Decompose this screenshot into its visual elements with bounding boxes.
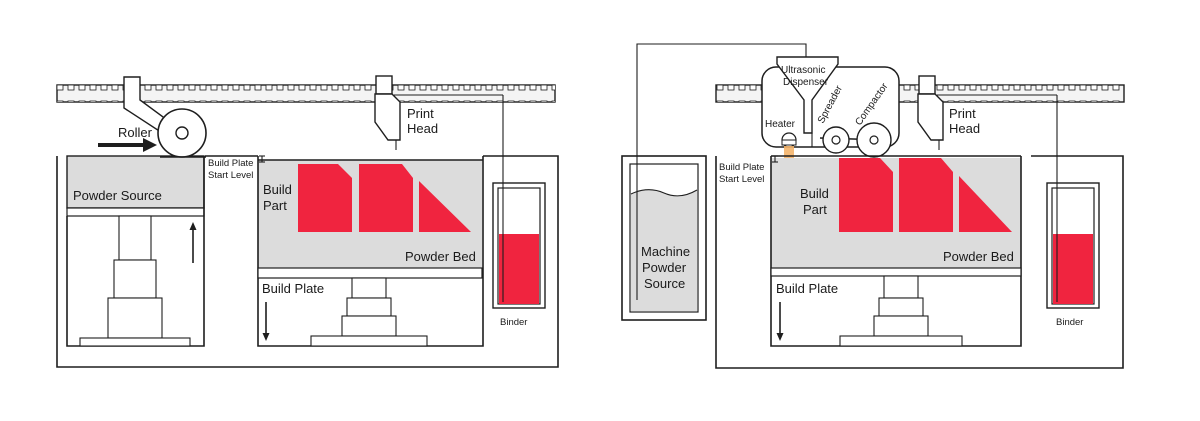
heater-label: Heater [765, 119, 796, 130]
build-plate-piston-right [839, 275, 963, 347]
start-level-right-label-2: Start Level [719, 174, 764, 185]
print-head-right-label-1: Print [949, 106, 976, 121]
binder-right-label: Binder [1056, 317, 1083, 328]
machine-powder-label-3: Source [644, 276, 685, 291]
spreader-compactor [819, 122, 892, 158]
build-plate-right-label: Build Plate [776, 281, 838, 296]
ultrasonic-label-2: Dispenser [783, 77, 829, 88]
start-level-right-label-1: Build Plate [719, 162, 764, 173]
build-part-r1 [839, 158, 893, 232]
build-part-r2 [899, 158, 953, 232]
machine-powder-label-2: Powder [642, 260, 687, 275]
roller-label: Roller [118, 125, 153, 140]
start-level-marker-right [772, 155, 778, 163]
ultrasonic-label-1: Ultrasonic [781, 65, 825, 76]
build-part-label-2: Part [263, 198, 287, 213]
build-part-r3 [959, 176, 1012, 232]
machine-powder-source [621, 43, 807, 321]
print-head [374, 75, 503, 150]
build-chamber [257, 155, 484, 347]
roller-assembly [123, 76, 207, 158]
build-part-2 [359, 164, 413, 232]
build-parts-right [839, 158, 1012, 232]
build-part-right-label-2: Part [803, 202, 827, 217]
binder-label: Binder [500, 317, 527, 328]
print-head-right [917, 75, 1057, 150]
machine-powder-label-1: Machine [641, 244, 690, 259]
heater [781, 132, 797, 158]
machine-frame [56, 155, 559, 368]
down-arrow [262, 302, 270, 341]
build-parts [298, 164, 471, 232]
start-level-label-1: Build Plate [208, 158, 253, 169]
build-plate-piston [310, 277, 428, 347]
start-level-marker [259, 155, 265, 163]
start-level-label-2: Start Level [208, 170, 253, 181]
build-part-3 [419, 181, 471, 232]
print-head-label-2: Head [407, 121, 438, 136]
binder-reservoir [492, 95, 546, 309]
build-chamber-right [770, 155, 1022, 347]
up-arrow [189, 222, 197, 263]
gantry-rail [56, 84, 556, 103]
build-part-label-1: Build [263, 182, 292, 197]
print-head-label-1: Print [407, 106, 434, 121]
powder-source-chamber [66, 155, 205, 347]
binder-reservoir-right [1046, 95, 1100, 309]
powder-source-label: Powder Source [73, 188, 162, 203]
powder-bed-right-label: Powder Bed [943, 249, 1014, 264]
down-arrow-right [776, 302, 784, 341]
build-part-right-label-1: Build [800, 186, 829, 201]
machine-frame-right [715, 155, 1124, 369]
roller-arrow [98, 138, 157, 152]
print-head-right-label-2: Head [949, 121, 980, 136]
powder-source-piston [79, 215, 191, 347]
dispenser-carriage [761, 56, 900, 158]
left-diagram: Roller Print Head Build Plate Start Leve… [56, 75, 559, 368]
right-diagram: Ultrasonic Dispenser Heater Spreader Com… [621, 43, 1125, 369]
build-part-1 [298, 164, 352, 232]
build-plate-label: Build Plate [262, 281, 324, 296]
powder-bed-label: Powder Bed [405, 249, 476, 264]
